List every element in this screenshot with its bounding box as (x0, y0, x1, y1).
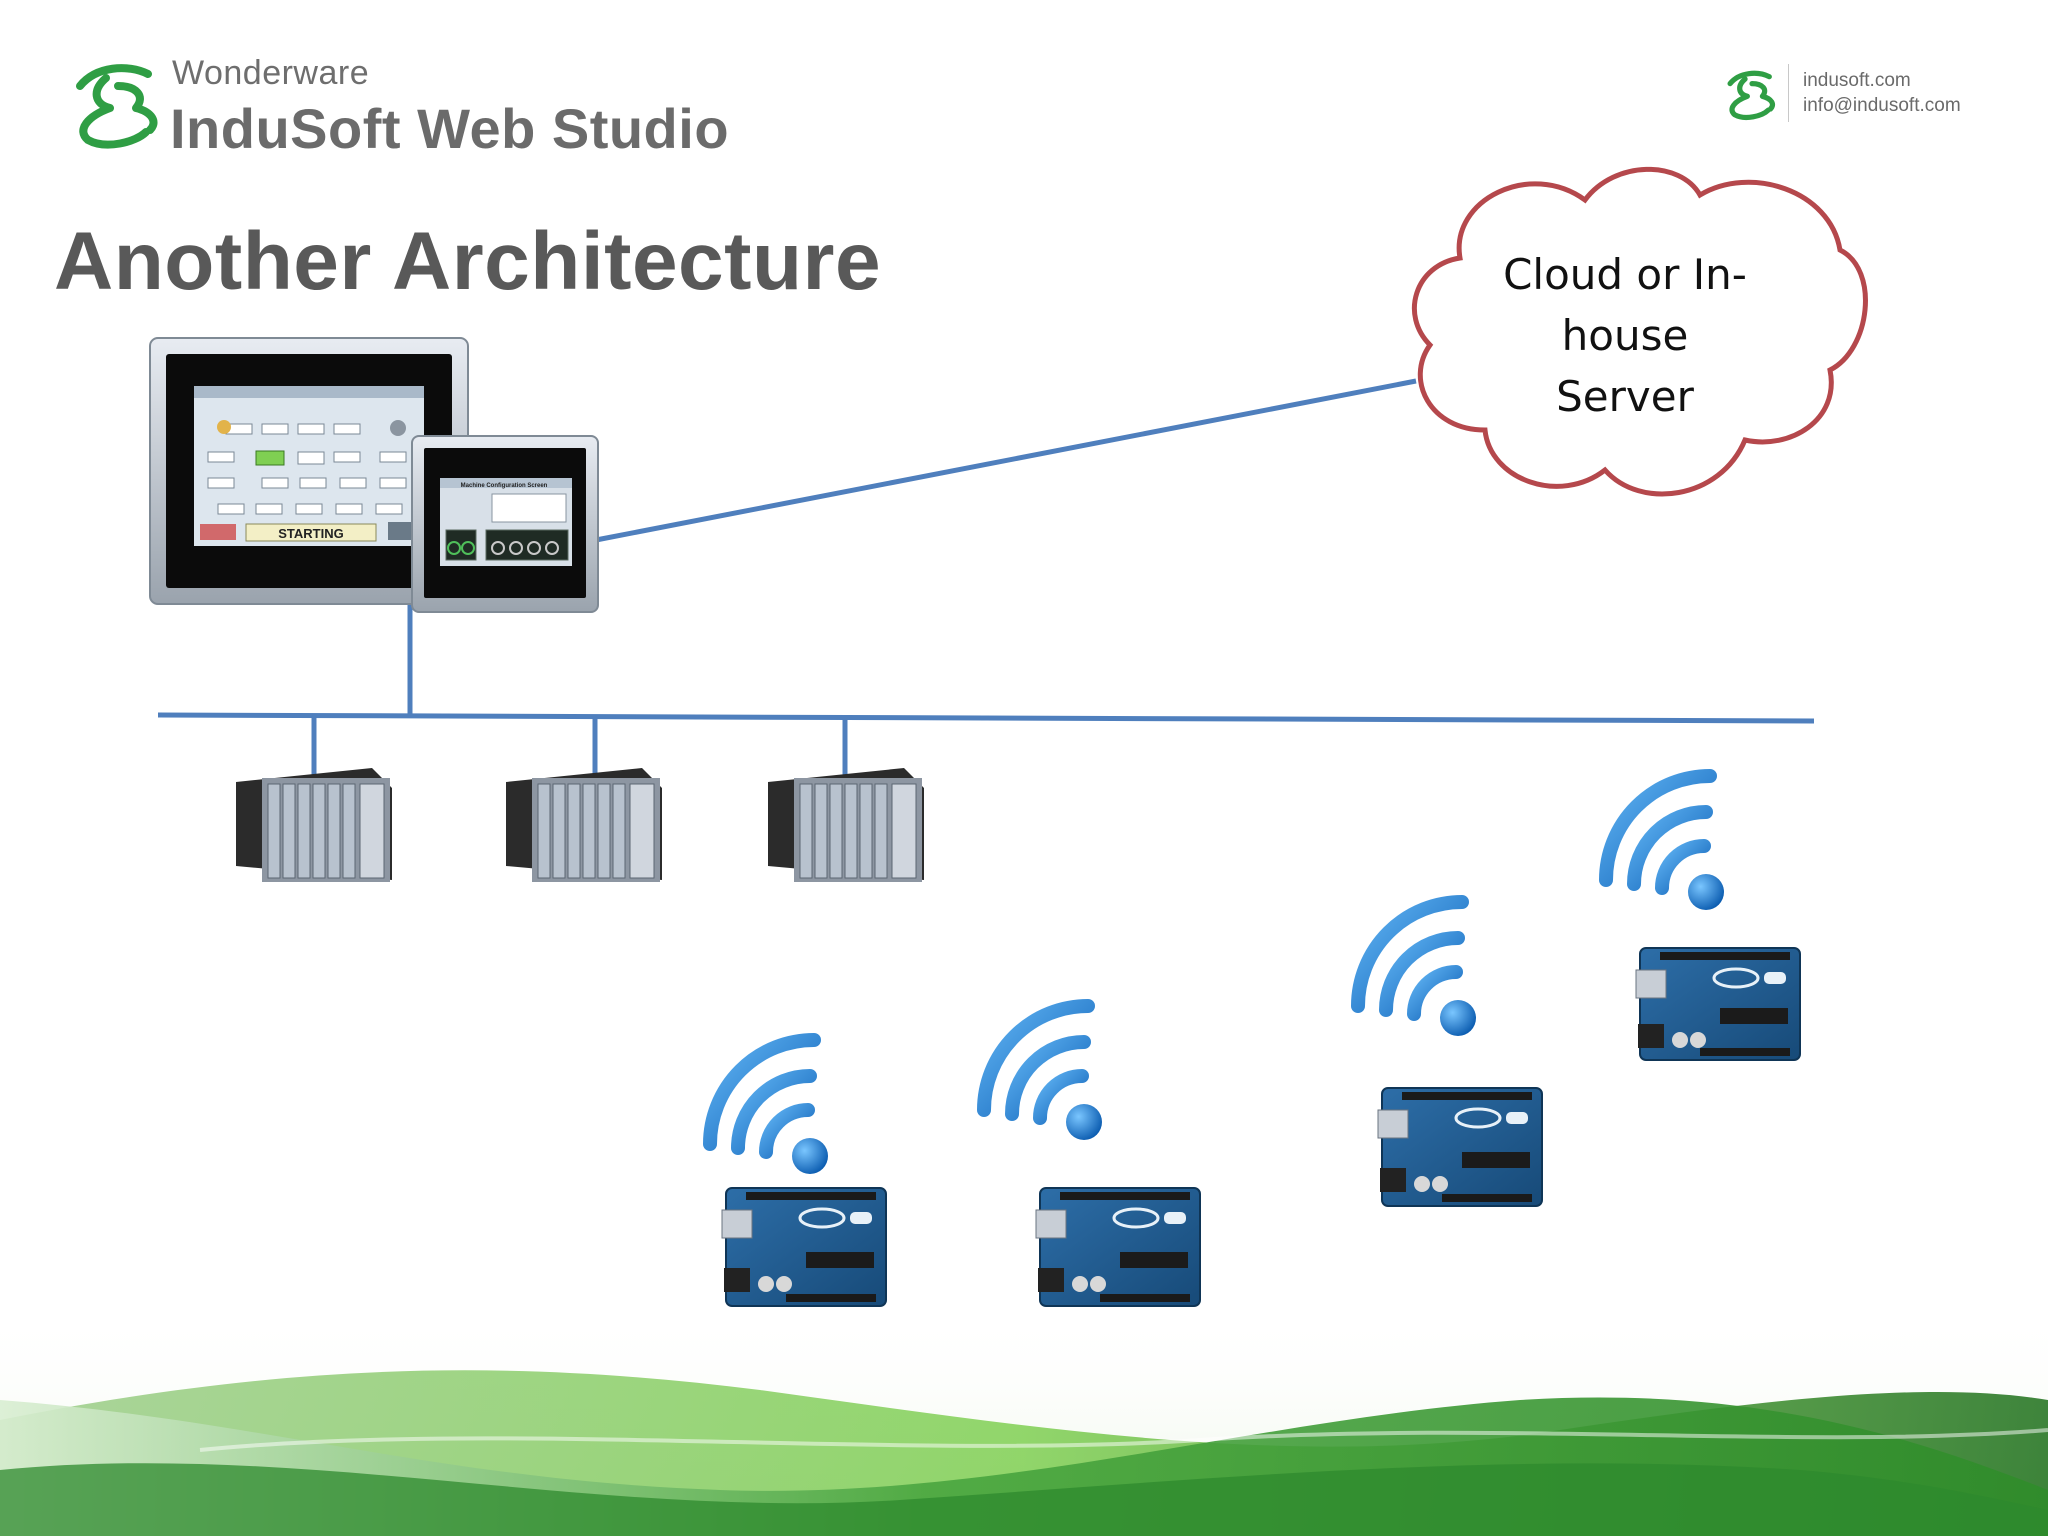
wifi-icon (1599, 769, 1724, 910)
bus-line (157, 712, 1815, 724)
wifi-icon (703, 1033, 828, 1174)
plc-rack-icon (506, 768, 662, 882)
arduino-board-icon (1635, 947, 1801, 1061)
cloud-label: Cloud or In- house Server (1470, 244, 1780, 427)
cloud-label-line-2: house (1561, 311, 1689, 360)
indusoft-logo-icon (76, 64, 158, 149)
contact-website: indusoft.com (1803, 70, 1911, 91)
hmi-secondary-panel-icon: Machine Configuration Screen (411, 435, 599, 613)
cloud-label-line-3: Server (1556, 372, 1694, 421)
arduino-board-icon (1377, 1087, 1543, 1207)
cloud-icon (1411, 166, 1868, 497)
contact-block: indusoft.com info@indusoft.com (1803, 68, 1961, 118)
secondary-panel-title: Machine Configuration Screen (461, 483, 548, 489)
hmi-panel-icon: STARTING (149, 337, 469, 605)
wifi-icon (977, 999, 1102, 1140)
contact-email: info@indusoft.com (1803, 95, 1961, 116)
hmi-status-text: STARTING (278, 526, 343, 541)
logo-brand-text: Wonderware (172, 54, 370, 92)
plc-rack-icon (236, 768, 392, 882)
cloud-link-line (595, 378, 1417, 543)
arduino-board-icon (1035, 1187, 1201, 1307)
contact-separator (1788, 64, 1789, 122)
indusoft-small-logo-icon (1727, 70, 1776, 120)
cloud-label-line-1: Cloud or In- (1503, 250, 1747, 299)
arduino-board-icon (721, 1187, 887, 1307)
network-lines (157, 378, 1815, 775)
footer-wave (0, 1310, 2048, 1536)
plc-rack-icon (768, 768, 924, 882)
logo-product-text: InduSoft Web Studio (170, 97, 730, 160)
wifi-icon (1351, 895, 1476, 1036)
slide-title: Another Architecture (54, 216, 882, 307)
